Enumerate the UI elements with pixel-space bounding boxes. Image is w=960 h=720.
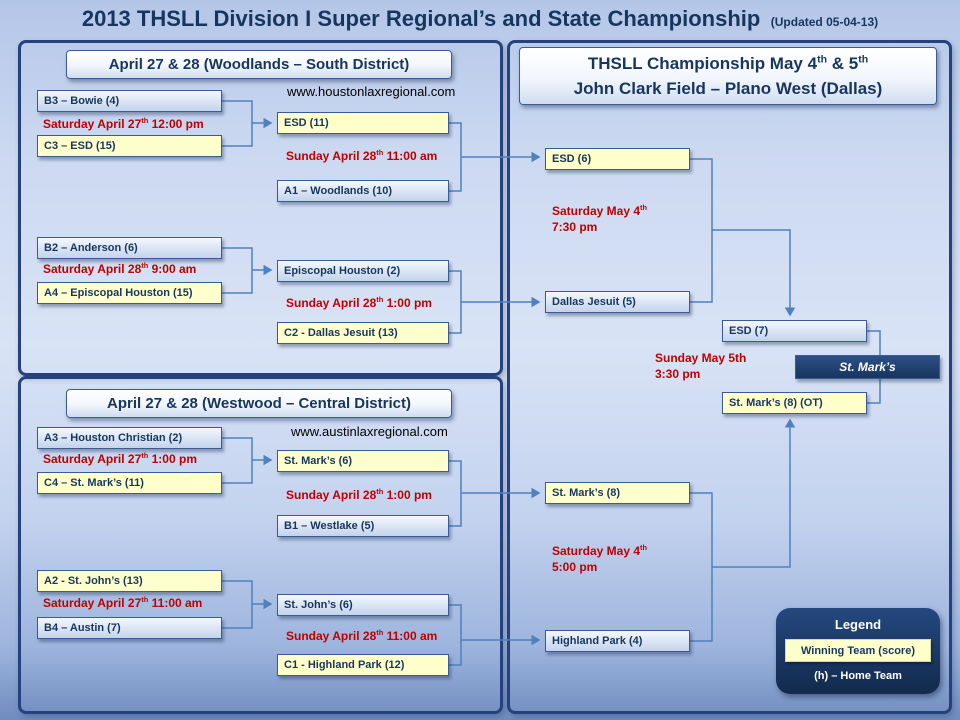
final-time-line2: 3:30 pm [655,367,701,381]
box-st-marks-8: St. Mark’s (8) [545,482,690,504]
central-semi1-time: Sunday April 28th 1:00 pm [286,487,432,502]
box-c3-esd: C3 – ESD (15) [37,135,222,157]
championship-semi1-time: Saturday May 4th 7:30 pm [552,203,647,235]
box-a4-episcopal-houston: A4 – Episcopal Houston (15) [37,282,222,304]
central-semi2-time: Sunday April 28th 11:00 am [286,628,438,643]
semi1-time-line1: Saturday May 4th [552,203,648,218]
legend-home-label: (h) – Home Team [814,670,902,682]
box-a3-houston-christian: A3 – Houston Christian (2) [37,427,222,449]
semi1-time-line2: 7:30 pm [552,220,598,234]
final-time-line1: Sunday May 5th [655,351,747,365]
box-b4-austin: B4 – Austin (7) [37,617,222,639]
legend-winning-label: Winning Team (score) [801,644,915,657]
box-esd-6: ESD (6) [545,148,690,170]
south-game1-time: Saturday April 27th 12:00 pm [43,116,204,131]
box-a1-woodlands: A1 – Woodlands (10) [277,180,449,202]
box-st-marks-8-ot: St. Mark’s (8) (OT) [722,392,867,414]
central-district-panel [18,376,503,714]
championship-header-line1: THSLL Championship May 4th & 5th [587,53,869,73]
title-updated-note: (Updated 05-04-13) [770,15,879,29]
box-c2-dallas-jesuit: C2 - Dallas Jesuit (13) [277,322,449,344]
south-semi1-time: Sunday April 28th 11:00 am [286,148,438,163]
south-header: April 27 & 28 (Woodlands – South Distric… [66,50,452,79]
box-esd-11: ESD (11) [277,112,449,134]
legend-winning-chip: Winning Team (score) [785,639,931,662]
championship-semi2-time: Saturday May 4th 5:00 pm [552,543,647,575]
box-c4-st-marks: C4 – St. Mark’s (11) [37,472,222,494]
championship-header: THSLL Championship May 4th & 5th John Cl… [519,47,937,105]
title-text: 2013 THSLL Division I Super Regional’s a… [81,6,761,31]
central-header-label: April 27 & 28 (Westwood – Central Distri… [107,395,411,412]
box-c1-highland-park: C1 - Highland Park (12) [277,654,449,676]
page-title: 2013 THSLL Division I Super Regional’s a… [0,6,960,32]
south-game2-time: Saturday April 28th 9:00 am [43,261,197,276]
championship-header-line2: John Clark Field – Plano West (Dallas) [573,79,883,98]
south-website-label: www.houstonlaxregional.com [287,84,456,99]
box-b3-bowie: B3 – Bowie (4) [37,90,222,112]
central-header: April 27 & 28 (Westwood – Central Distri… [66,389,452,418]
box-esd-7: ESD (7) [722,320,867,342]
box-champion-st-marks: St. Mark’s [795,355,940,379]
south-semi2-time: Sunday April 28th 1:00 pm [286,295,432,310]
legend: Legend Winning Team (score) (h) – Home T… [776,608,940,694]
box-dallas-jesuit-5: Dallas Jesuit (5) [545,291,690,313]
box-episcopal-houston-2: Episcopal Houston (2) [277,260,449,282]
box-st-johns-6: St. John’s (6) [277,594,449,616]
box-b1-westlake: B1 – Westlake (5) [277,515,449,537]
central-game1-time: Saturday April 27th 1:00 pm [43,451,197,466]
legend-title: Legend [834,617,882,632]
semi2-time-line2: 5:00 pm [552,560,598,574]
central-game2-time: Saturday April 27th 11:00 am [43,595,203,610]
south-header-label: April 27 & 28 (Woodlands – South Distric… [108,56,410,73]
championship-panel [507,40,952,714]
box-a2-st-johns: A2 - St. John’s (13) [37,570,222,592]
box-b2-anderson: B2 – Anderson (6) [37,237,222,259]
box-st-marks-6: St. Mark’s (6) [277,450,449,472]
semi2-time-line1: Saturday May 4th [552,543,648,558]
central-website-label: www.austinlaxregional.com [291,424,448,439]
box-highland-park-4: Highland Park (4) [545,630,690,652]
championship-final-time: Sunday May 5th 3:30 pm [655,350,746,382]
south-district-panel [18,40,503,376]
